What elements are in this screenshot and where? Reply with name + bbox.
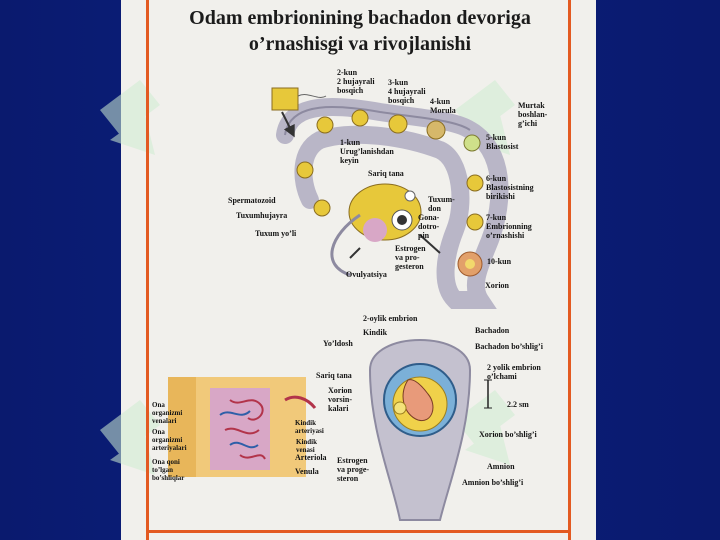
title-line-1: Odam embrionining bachadon devoriga	[189, 7, 531, 29]
uterus-embryo-diagram	[368, 339, 492, 521]
label-estrogen-upper: Estrogen va pro- gesteron	[395, 244, 426, 271]
uterus-tube-diagram	[271, 87, 509, 309]
label-2-oylik-embrion: 2-oylik embrion	[363, 314, 418, 323]
label-venula: Venula	[295, 467, 319, 476]
label-tuxum-yoli: Tuxum yo’li	[255, 229, 297, 238]
label-day3: 3-kun 4 hujayrali bosqich	[388, 78, 426, 105]
label-tuxumdon: Tuxum- don	[428, 195, 455, 213]
label-day7: 7-kun Embrionning o’rnashishi	[486, 213, 532, 240]
label-xorion-upper: Xorion	[485, 281, 509, 290]
label-bachadon: Bachadon	[475, 326, 510, 335]
label-amnion: Amnion	[487, 462, 515, 471]
label-arteriola: Arteriola	[295, 453, 327, 462]
label-day1: 1-kun Urug’lanishdan keyin	[340, 138, 394, 165]
label-kindik: Kindik	[363, 328, 388, 337]
placenta-tissue-diagram	[168, 377, 317, 477]
label-gonadotropin: Gona- dotro- pin	[418, 213, 440, 240]
label-kindik-arteriyasi: Kindik arteriyasi	[295, 419, 324, 435]
label-ona-venalari: Ona organizmi venalari	[152, 401, 183, 425]
plate-border-bottom	[146, 530, 571, 533]
title-line-2: o’rnashisgi va rivojlanishi	[248, 33, 472, 55]
label-kindik-venasi: Kindik venasi	[296, 438, 318, 454]
label-yoldosh: Yo’ldosh	[323, 339, 353, 348]
label-murtak: Murtak boshlan- g’ichi	[518, 101, 548, 128]
label-tuxumhujayra: Tuxumhujayra	[236, 211, 288, 220]
label-xorion-vorsinkalari: Xorion vorsin- kalari	[328, 386, 352, 413]
label-day10: 10-kun	[487, 257, 512, 266]
plate-border	[146, 0, 571, 540]
label-estrogen-lower: Estrogen va proge- steron	[337, 456, 370, 483]
label-sariq-tana-lower: Sariq tana	[316, 371, 352, 380]
label-ovulyatsiya: Ovulyatsiya	[346, 270, 387, 279]
label-day6: 6-kun Blastosistning birikishi	[486, 174, 534, 201]
label-ona-qoni: Ona qoni to’lgan bo’shliqlar	[152, 458, 185, 482]
label-xorion-boshligi: Xorion bo’shlig’i	[479, 430, 537, 439]
label-amnion-boshligi: Amnion bo’shlig’i	[462, 478, 524, 487]
label-2-yolik-embrion: 2 yolik embrion o’lchami	[487, 363, 541, 381]
label-day2: 2-kun 2 hujayrali bosqich	[337, 68, 375, 95]
label-day4: 4-kun Morula	[430, 97, 456, 115]
label-bachadon-boshligi: Bachadon bo’shlig’i	[475, 342, 543, 351]
label-day5: 5-kun Blastosist	[486, 133, 519, 151]
label-spermatozoid: Spermatozoid	[228, 196, 276, 205]
watermark-logo	[100, 80, 515, 475]
label-ona-arteriyalari: Ona organizmi arteriyalari	[152, 428, 187, 452]
label-sariq-tana: Sariq tana	[368, 169, 404, 178]
label-size: 2.2 sm	[507, 400, 529, 409]
